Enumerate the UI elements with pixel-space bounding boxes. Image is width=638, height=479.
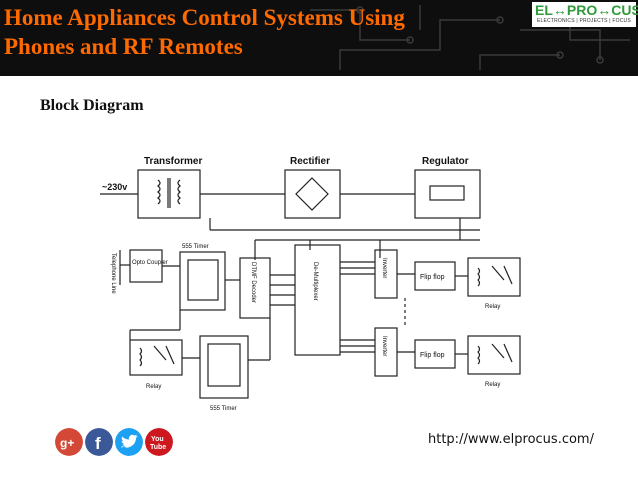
relay-bottom-block xyxy=(467,335,521,375)
title-line-2: Phones and RF Remotes xyxy=(4,34,243,59)
timer-555-bottom-label: 555 Timer xyxy=(210,406,237,412)
elprocus-logo: EL↔PRO↔CUS ELECTRONICS | PROJECTS | FOCU… xyxy=(532,2,638,27)
dtmf-decoder-label: DTMF Decoder xyxy=(250,262,256,303)
svg-text:g+: g+ xyxy=(60,436,74,450)
website-url[interactable]: http://www.elprocus.com/ xyxy=(428,432,594,447)
social-icons: g+ f You Tube xyxy=(55,428,175,460)
relay-left-label: Relay xyxy=(146,384,161,390)
inverter-bottom-label: Inverter xyxy=(381,336,387,356)
regulator-block xyxy=(414,169,481,219)
logo-tagline: ELECTRONICS | PROJECTS | FOCUS xyxy=(537,18,631,24)
regulator-label: Regulator xyxy=(422,156,469,167)
relay-left-block xyxy=(129,339,183,376)
transformer-block xyxy=(137,169,201,219)
flipflop-top-label: Flip flop xyxy=(420,274,445,281)
section-subtitle: Block Diagram xyxy=(40,97,144,114)
inverter-top-label: Inverter xyxy=(381,258,387,278)
demultiplexer-label: De-Multiplexer xyxy=(312,262,318,301)
timer-555-top-block xyxy=(179,251,226,311)
rectifier-label: Rectifier xyxy=(290,156,330,167)
block-diagram: Transformer Rectifier Regulator ~230v Te… xyxy=(100,156,521,412)
svg-text:Tube: Tube xyxy=(150,444,166,451)
transformer-label: Transformer xyxy=(144,156,202,167)
ac-input-label: ~230v xyxy=(102,182,127,192)
twitter-icon[interactable] xyxy=(115,428,143,456)
page-title: Home Appliances Control Systems Using Ph… xyxy=(4,3,405,61)
logo-text: EL↔PRO↔CUS xyxy=(535,2,638,18)
timer-555-bottom-block xyxy=(199,335,249,399)
facebook-icon[interactable]: f xyxy=(85,428,113,456)
google-plus-icon[interactable]: g+ xyxy=(55,428,83,456)
flipflop-bottom-label: Flip flop xyxy=(420,352,445,359)
timer-555-top-label: 555 Timer xyxy=(182,244,209,250)
opto-coupler-label: Opto Coupler xyxy=(132,260,168,266)
title-line-1: Home Appliances Control Systems Using xyxy=(4,5,405,30)
rectifier-block xyxy=(284,169,341,219)
relay-top-block xyxy=(467,257,521,297)
svg-text:f: f xyxy=(95,434,101,453)
youtube-icon[interactable]: You Tube xyxy=(145,428,173,456)
telephone-line-label: Telephone Line xyxy=(110,253,116,294)
opto-coupler-block xyxy=(129,249,163,283)
relay-top-label: Relay xyxy=(485,304,500,310)
header-banner: Home Appliances Control Systems Using Ph… xyxy=(0,0,638,76)
dtmf-decoder-block xyxy=(239,257,271,319)
svg-text:You: You xyxy=(151,436,164,443)
demultiplexer-block xyxy=(294,244,341,356)
relay-bottom-label: Relay xyxy=(485,382,500,388)
